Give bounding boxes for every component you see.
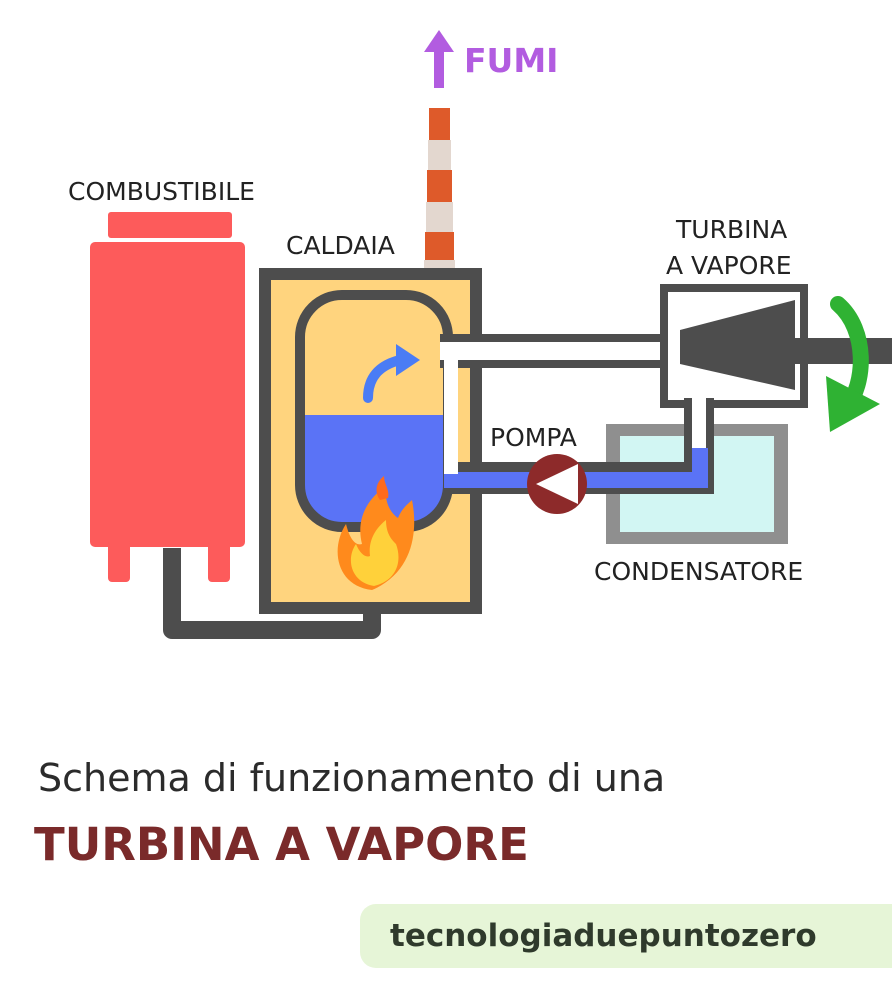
fuel-tank-leg-left <box>108 540 130 582</box>
chimney <box>424 108 455 274</box>
fuel-tank-body <box>90 242 245 547</box>
label-pompa: POMPA <box>490 423 577 452</box>
chimney-band-5 <box>425 232 454 260</box>
label-caldaia: CALDAIA <box>286 231 395 260</box>
pump-icon <box>527 454 587 514</box>
return-pipe-riser <box>692 448 708 488</box>
flame-icon <box>337 476 415 590</box>
chimney-band-3 <box>427 170 452 202</box>
fuel-tank <box>90 212 245 582</box>
chimney-band-4 <box>426 202 453 232</box>
chimney-band-2 <box>428 140 451 170</box>
label-combustibile: COMBUSTIBILE <box>68 177 255 206</box>
turbine-shaft <box>790 338 892 364</box>
fuel-tank-leg-right <box>208 540 230 582</box>
caption-title: TURBINA A VAPORE <box>34 818 529 871</box>
boiler-vessel <box>295 290 453 532</box>
steam-turbine-diagram: FUMI COMBUSTIBILE CALDAIA TURBINA A VAPO… <box>68 30 892 639</box>
caption-subtitle: Schema di funzionamento di una <box>38 756 666 800</box>
turbine-rotor <box>680 300 795 390</box>
brand-name: tecnologiaduepuntozero <box>390 918 817 954</box>
boiler-inner-pipe <box>444 356 458 474</box>
fumi-arrow-icon <box>424 30 454 88</box>
steam-arrow-icon <box>363 344 420 403</box>
brand-badge: tecnologiaduepuntozero <box>360 904 892 968</box>
fuel-tank-cap <box>108 212 232 238</box>
label-condensatore: CONDENSATORE <box>594 557 803 586</box>
steam-pipe-inner <box>440 342 670 360</box>
label-turbina-line2: A VAPORE <box>666 251 792 280</box>
rotation-arrow-icon <box>826 296 880 432</box>
label-fumi: FUMI <box>464 41 558 80</box>
label-turbina-line1: TURBINA <box>675 215 787 244</box>
chimney-band-1 <box>429 108 450 140</box>
